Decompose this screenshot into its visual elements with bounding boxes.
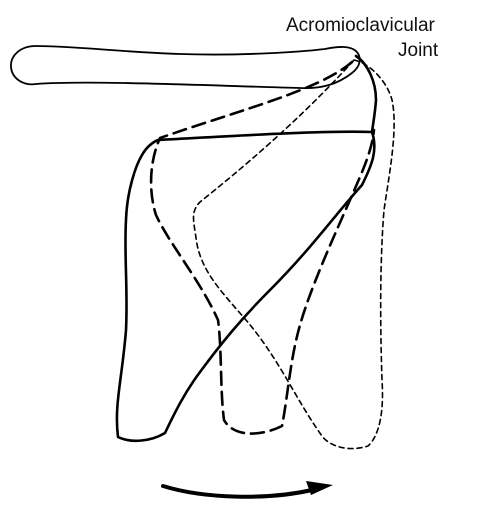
scapula-short-dash-outline [194,60,395,449]
scapula-long-dash-outline [151,62,374,434]
clavicle-outline [11,46,360,88]
acromion-solid-outline [356,56,376,132]
scapula-solid-outline [117,132,374,441]
joint-label-line2: Joint [398,40,438,62]
joint-label-line1: Acromioclavicular [286,15,435,37]
rotation-arrow-head [306,481,333,495]
rotation-arrow-curve [163,486,312,497]
